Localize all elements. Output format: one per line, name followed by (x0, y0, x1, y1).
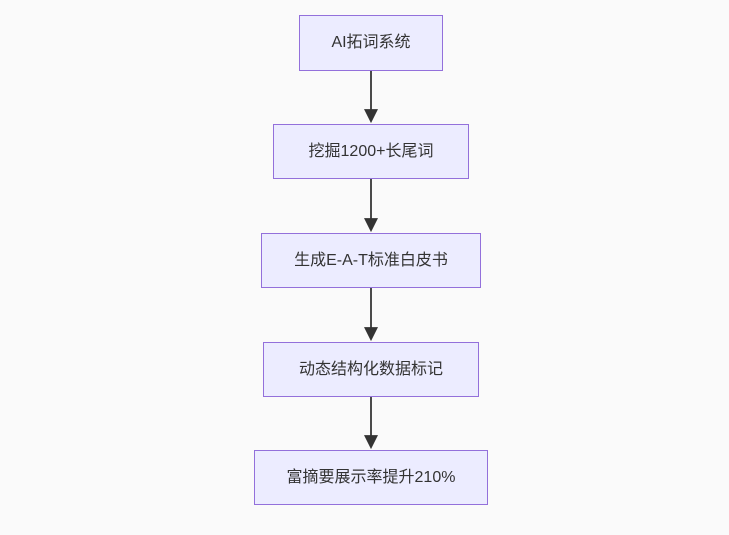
flow-node-label: 生成E-A-T标准白皮书 (294, 251, 448, 269)
flow-node-dynamic-structured-data-markup: 动态结构化数据标记 (263, 342, 479, 397)
flow-node-label: 挖掘1200+长尾词 (308, 142, 434, 160)
flow-node-mine-longtail-keywords: 挖掘1200+长尾词 (273, 124, 469, 179)
flow-node-label: 富摘要展示率提升210% (286, 468, 456, 486)
flow-node-generate-eat-whitepaper: 生成E-A-T标准白皮书 (261, 233, 481, 288)
flow-node-ai-word-expansion-system: AI拓词系统 (299, 15, 443, 71)
flow-node-label: 动态结构化数据标记 (298, 360, 443, 378)
flow-node-rich-snippet-rate-increase: 富摘要展示率提升210% (254, 450, 488, 505)
flow-node-label: AI拓词系统 (331, 34, 411, 52)
